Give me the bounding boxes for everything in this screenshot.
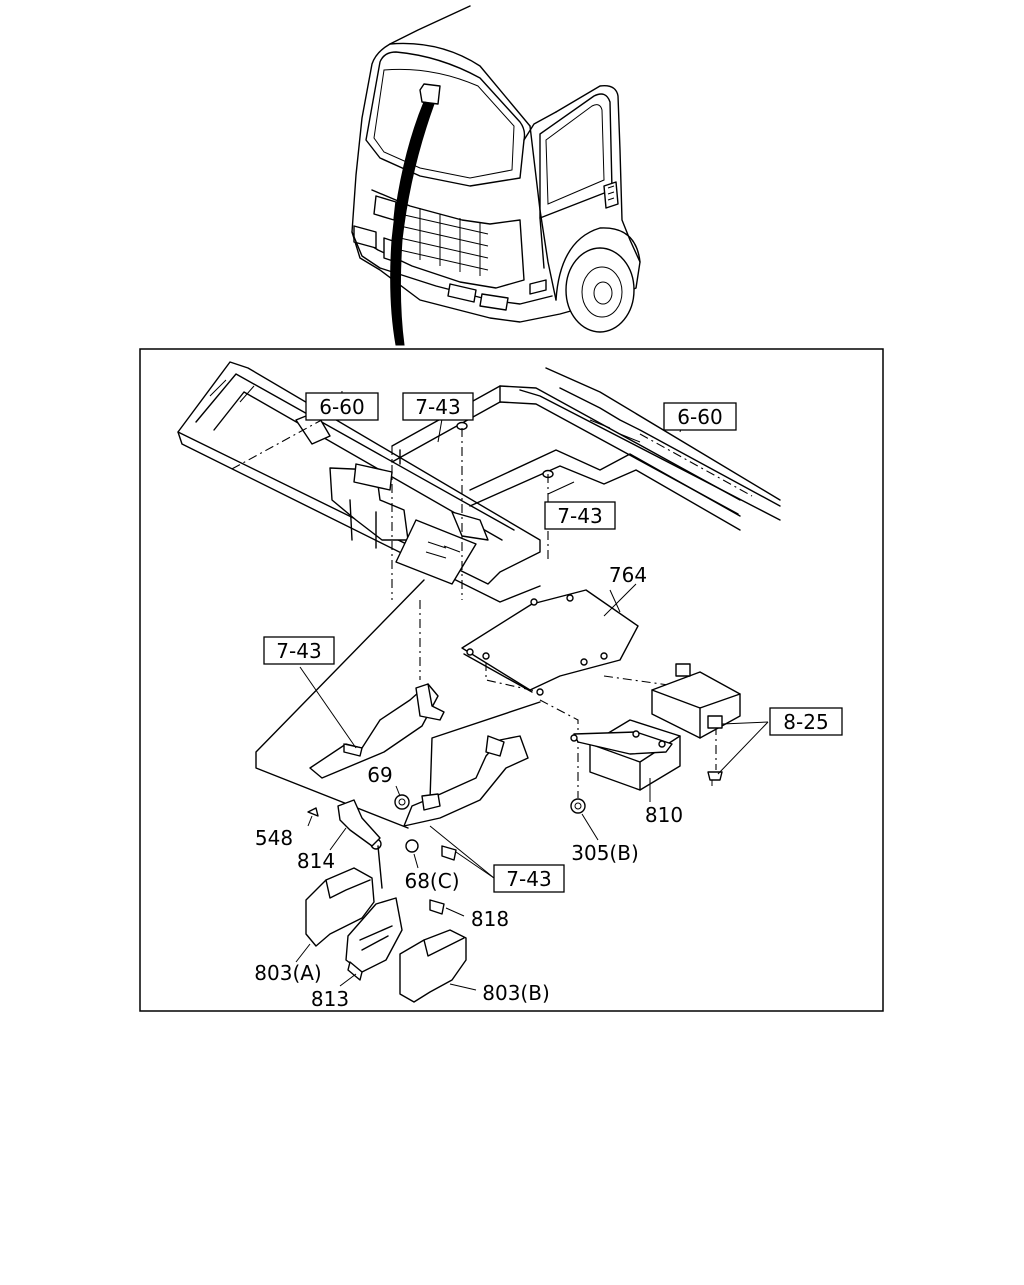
ref-box-7-43-bottom: 7-43 [493,864,565,893]
part-number-labels: 764 69 548 814 68(C) 810 305(B) 818 803(… [254,563,683,1011]
ecu-810 [570,719,681,791]
part-813-label: 813 [311,987,349,1011]
part-810-label: 810 [645,803,683,827]
cover-803b [399,929,467,1003]
fastener-hardware [307,794,586,915]
relay-box-8-25 [651,663,741,786]
ref-box-6-60-right: 6-60 [663,402,737,431]
detail-frame [139,348,884,1012]
ref-label: 6-60 [319,395,364,419]
sensor-813 [345,897,403,981]
part-548-label: 548 [255,826,293,850]
ref-box-6-60-left: 6-60 [305,392,379,421]
part-305b-label: 305(B) [571,841,639,865]
protector-plate-764 [461,589,639,696]
under-cover-assembly [255,579,541,829]
bracket-814 [337,799,383,889]
ref-label: 8-25 [783,710,828,734]
ref-box-7-43-top: 7-43 [402,392,474,421]
ref-label: 6-60 [677,405,722,429]
ref-box-7-43-rail: 7-43 [544,501,616,530]
ref-box-7-43-left: 7-43 [263,636,335,665]
cover-803a [305,867,375,947]
part-764-label: 764 [609,563,647,587]
part-803b-label: 803(B) [482,981,550,1005]
callout-leaders [295,390,769,991]
part-68c-label: 68(C) [404,869,459,893]
ref-label: 7-43 [415,395,460,419]
part-814-label: 814 [297,849,335,873]
ref-label: 7-43 [506,867,551,891]
ref-box-8-25: 8-25 [769,707,843,736]
part-803a-label: 803(A) [254,961,321,985]
ref-label: 7-43 [557,504,602,528]
truck-cab-illustration [351,5,641,346]
part-69-label: 69 [367,763,392,787]
ref-label: 7-43 [276,639,321,663]
part-818-label: 818 [471,907,509,931]
